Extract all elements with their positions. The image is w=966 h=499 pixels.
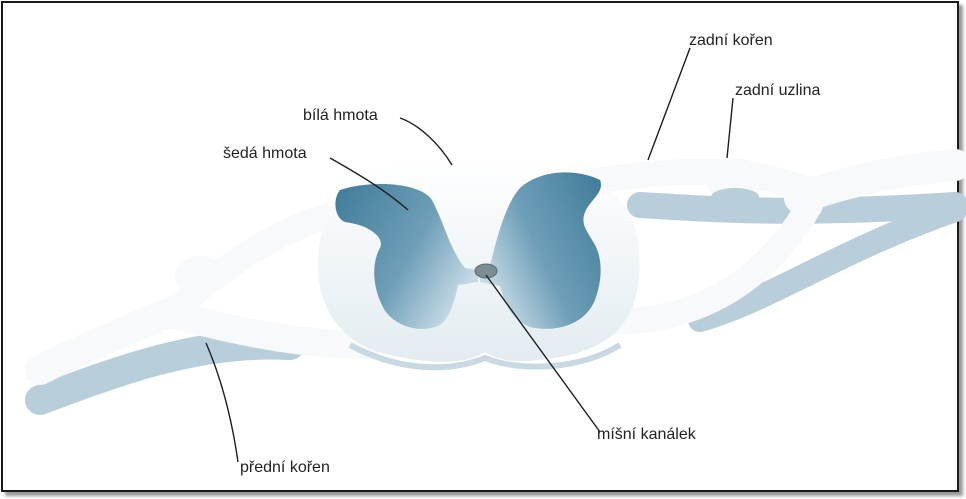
label-zadni-koren: zadní kořen: [689, 33, 773, 49]
label-misni-kanalek: míšní kanálek: [597, 427, 696, 443]
leader-zadni-uzlina: [727, 98, 733, 158]
label-zadni-uzlina: zadní uzlina: [735, 83, 820, 99]
leader-zadni-koren: [648, 48, 690, 160]
label-bila-hmota: bílá hmota: [303, 108, 378, 124]
left-ganglion-bulge: [175, 256, 225, 296]
leader-bila-hmota: [400, 118, 452, 165]
label-seda-hmota: šedá hmota: [223, 146, 307, 162]
label-predni-koren: přední kořen: [240, 460, 330, 476]
ganglion-shadow: [711, 188, 759, 206]
